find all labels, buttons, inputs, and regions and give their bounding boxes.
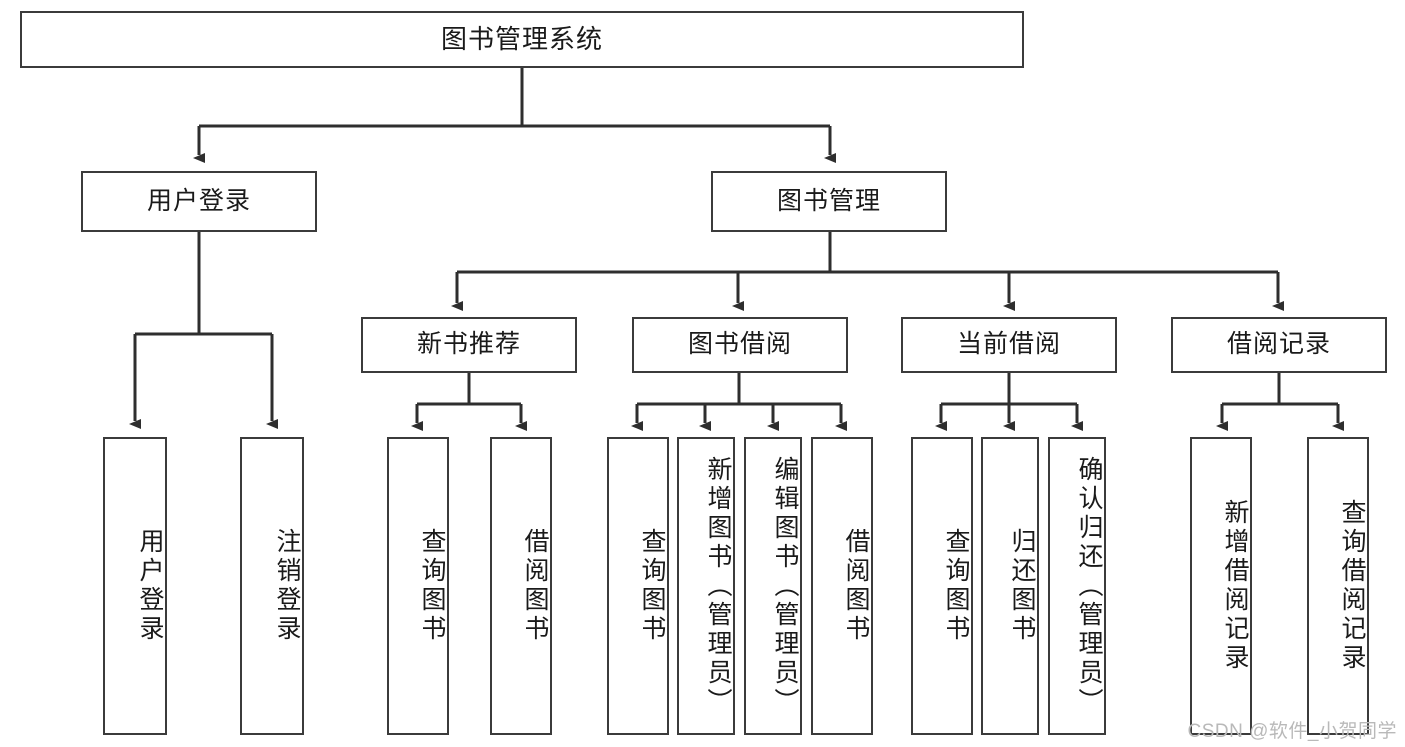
leaf-borrow-add-book-admin[interactable]: 新增图书（管理员） [677, 437, 735, 735]
node-new-book-recommend[interactable]: 新书推荐 [361, 317, 577, 373]
leaf-label: 查询图书 [418, 528, 446, 644]
leaf-label: 注销登录 [273, 528, 301, 644]
leaf-borrow-query-book[interactable]: 查询图书 [607, 437, 669, 735]
leaf-label: 借阅图书 [842, 528, 870, 644]
leaf-borrow-edit-book-admin[interactable]: 编辑图书（管理员） [744, 437, 802, 735]
leaf-label: 用户登录 [136, 528, 164, 644]
node-book-borrow[interactable]: 图书借阅 [632, 317, 848, 373]
leaf-label: 新增借阅记录 [1221, 499, 1249, 673]
node-root-system[interactable]: 图书管理系统 [20, 11, 1024, 68]
leaf-label: 查询图书 [942, 528, 970, 644]
leaf-label: 查询借阅记录 [1338, 499, 1366, 673]
node-current-borrow[interactable]: 当前借阅 [901, 317, 1117, 373]
leaf-label: 查询图书 [638, 528, 666, 644]
leaf-current-query-book[interactable]: 查询图书 [911, 437, 973, 735]
leaf-label: 编辑图书（管理员） [771, 455, 799, 717]
leaf-new-book-borrow-book[interactable]: 借阅图书 [490, 437, 552, 735]
leaf-label: 归还图书 [1008, 528, 1036, 644]
leaf-label: 借阅图书 [521, 528, 549, 644]
leaf-new-book-query-book[interactable]: 查询图书 [387, 437, 449, 735]
leaf-label: 新增图书（管理员） [704, 455, 732, 717]
leaf-record-add-record[interactable]: 新增借阅记录 [1190, 437, 1252, 735]
leaf-user-login-login[interactable]: 用户登录 [103, 437, 167, 735]
node-book-management[interactable]: 图书管理 [711, 171, 947, 232]
csdn-watermark: CSDN @软件_小贺同学 [1187, 721, 1397, 742]
node-borrow-record[interactable]: 借阅记录 [1171, 317, 1387, 373]
leaf-current-return-book[interactable]: 归还图书 [981, 437, 1039, 735]
leaf-user-login-logout[interactable]: 注销登录 [240, 437, 304, 735]
leaf-borrow-borrow-book[interactable]: 借阅图书 [811, 437, 873, 735]
leaf-label: 确认归还（管理员） [1075, 455, 1103, 717]
leaf-current-confirm-return-admin[interactable]: 确认归还（管理员） [1048, 437, 1106, 735]
leaf-record-query-record[interactable]: 查询借阅记录 [1307, 437, 1369, 735]
node-user-login[interactable]: 用户登录 [81, 171, 317, 232]
